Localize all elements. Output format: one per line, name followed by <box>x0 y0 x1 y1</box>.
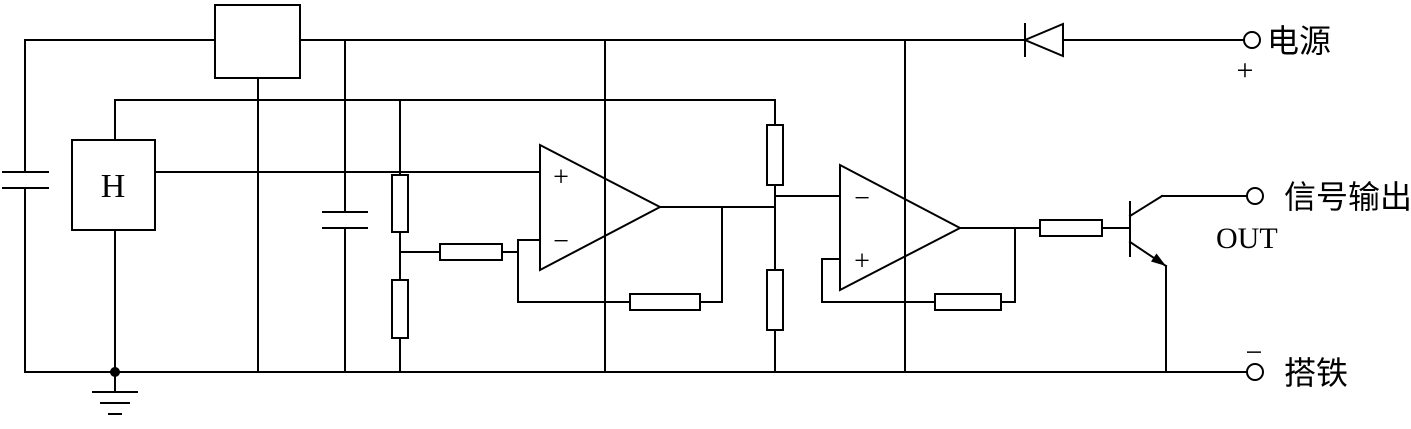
power-terminal-polarity: + <box>1237 54 1254 87</box>
emitter-arrow <box>1151 253 1166 266</box>
resistor <box>934 293 1002 311</box>
opamp-1: + − <box>539 143 776 272</box>
component-box-body <box>214 4 301 79</box>
terminal-circle <box>1246 187 1264 205</box>
supply-feed-lines <box>604 39 906 373</box>
resistor <box>391 279 409 339</box>
component-box <box>214 4 301 373</box>
terminal-circle <box>1246 363 1264 381</box>
voltage-divider-2 <box>766 99 841 373</box>
hall-sensor: H <box>71 99 776 377</box>
signal-terminal-sublabel: OUT <box>1216 222 1278 255</box>
opamp1-plus-label: + <box>553 162 569 193</box>
signal-output-terminal: 信号输出 OUT <box>1216 179 1411 255</box>
terminal-circle <box>1243 31 1261 49</box>
resistor <box>766 269 784 331</box>
ground-terminal: − 搭铁 <box>1246 336 1348 391</box>
ground-symbol <box>92 371 138 415</box>
transistor <box>1128 194 1248 373</box>
transistor-collector <box>1128 194 1164 218</box>
voltage-divider-1 <box>391 99 409 373</box>
base-resistor <box>1039 219 1131 237</box>
resistor <box>766 124 784 186</box>
hall-sensor-label: H <box>101 168 126 205</box>
diode <box>1022 22 1064 58</box>
opamp-2: − + <box>839 163 1041 292</box>
opamp-triangle <box>539 143 663 272</box>
input-resistor-1 <box>399 239 541 303</box>
resistor <box>391 174 409 233</box>
opamp1-minus-label: − <box>553 226 569 257</box>
opamp2-plus-label: + <box>854 246 870 277</box>
power-terminal-label: 电源 <box>1267 23 1331 59</box>
capacitor-1 <box>2 39 49 373</box>
opamp2-minus-label: − <box>854 183 870 214</box>
capacitor-2 <box>322 39 368 373</box>
ground-terminal-label: 搭铁 <box>1284 355 1348 391</box>
hall-sensor-body <box>71 139 156 231</box>
signal-terminal-label: 信号输出 <box>1284 179 1411 215</box>
resistor <box>439 243 503 261</box>
ground-terminal-polarity: − <box>1246 336 1263 369</box>
feedback-resistor-1 <box>517 206 723 311</box>
resistor <box>629 293 701 311</box>
diode-triangle <box>1022 22 1064 58</box>
feedback-resistor-2 <box>821 227 1016 311</box>
opamp-triangle <box>839 163 963 292</box>
power-terminal: 电源 + <box>1237 23 1331 87</box>
resistor <box>1039 219 1103 237</box>
